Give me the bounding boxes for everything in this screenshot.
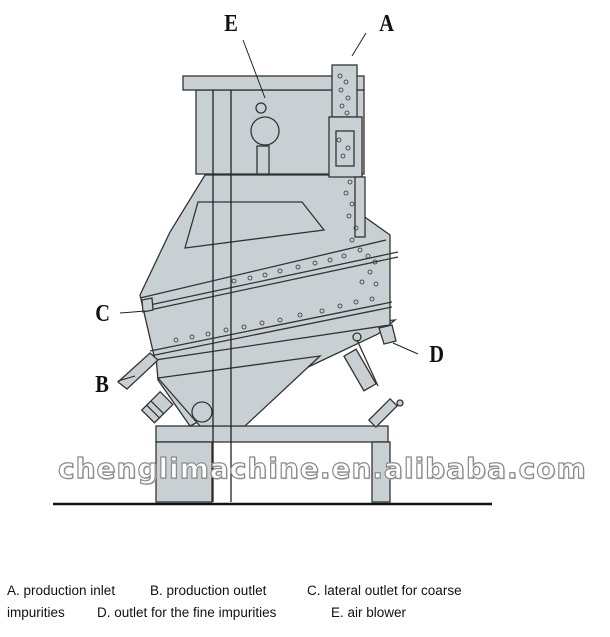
outlet-c-coarse: [141, 297, 154, 313]
callout-c: C: [95, 301, 111, 327]
drive-motor-icon: [140, 390, 174, 424]
legend-row-2: impurities D. outlet for the fine impuri…: [7, 605, 607, 627]
watermark: chenglimachine.en.alibaba.com: [57, 451, 587, 485]
inlet-column-window: [335, 130, 355, 167]
base-table-left-leg: [155, 441, 213, 503]
blower-duct: [256, 145, 270, 175]
base-table-right-leg: [371, 441, 391, 503]
leader-a: [351, 32, 367, 57]
callout-b: B: [95, 372, 109, 398]
legend-row-1: A. production inlet B. production outlet…: [7, 583, 607, 605]
inlet-column-mid: [328, 116, 363, 178]
grain-particles: [173, 73, 379, 343]
motor-pulley: [191, 401, 213, 423]
legend-item-c: C. lateral outlet for coarse: [307, 583, 462, 598]
base-table-top: [155, 425, 389, 443]
legend-item-b: B. production outlet: [150, 583, 267, 598]
lower-sieve-deck: [149, 301, 393, 357]
callout-d: D: [429, 342, 445, 368]
legend-item-a: A. production inlet: [7, 583, 116, 598]
callout-e: E: [224, 11, 238, 37]
blower-fan: [250, 116, 280, 146]
outlet-d-fine: [378, 324, 397, 345]
upper-sieve-deck: [144, 251, 399, 312]
leader-e: [242, 39, 266, 99]
blower-small-circle: [255, 102, 267, 114]
vibrator-arm: [343, 332, 404, 429]
leader-lines: [117, 32, 419, 382]
blower-top-plate: [182, 75, 365, 91]
leader-d: [392, 342, 419, 355]
inlet-column-low: [354, 176, 366, 238]
callout-a: A: [379, 11, 395, 37]
leader-b: [117, 375, 136, 382]
inlet-column-top: [331, 64, 358, 118]
outlet-b-product: [116, 352, 159, 390]
inspection-window: [184, 201, 326, 249]
machine-diagram: [53, 32, 492, 506]
upper-sieve-top: [139, 239, 387, 299]
legend-item-c-cont: impurities: [7, 605, 65, 620]
frame-posts: [212, 90, 232, 502]
leader-c: [119, 310, 146, 314]
legend-item-d: D. outlet for the fine impurities: [97, 605, 277, 620]
legend-item-e: E. air blower: [331, 605, 407, 620]
legend: A. production inlet B. production outlet…: [7, 583, 607, 627]
